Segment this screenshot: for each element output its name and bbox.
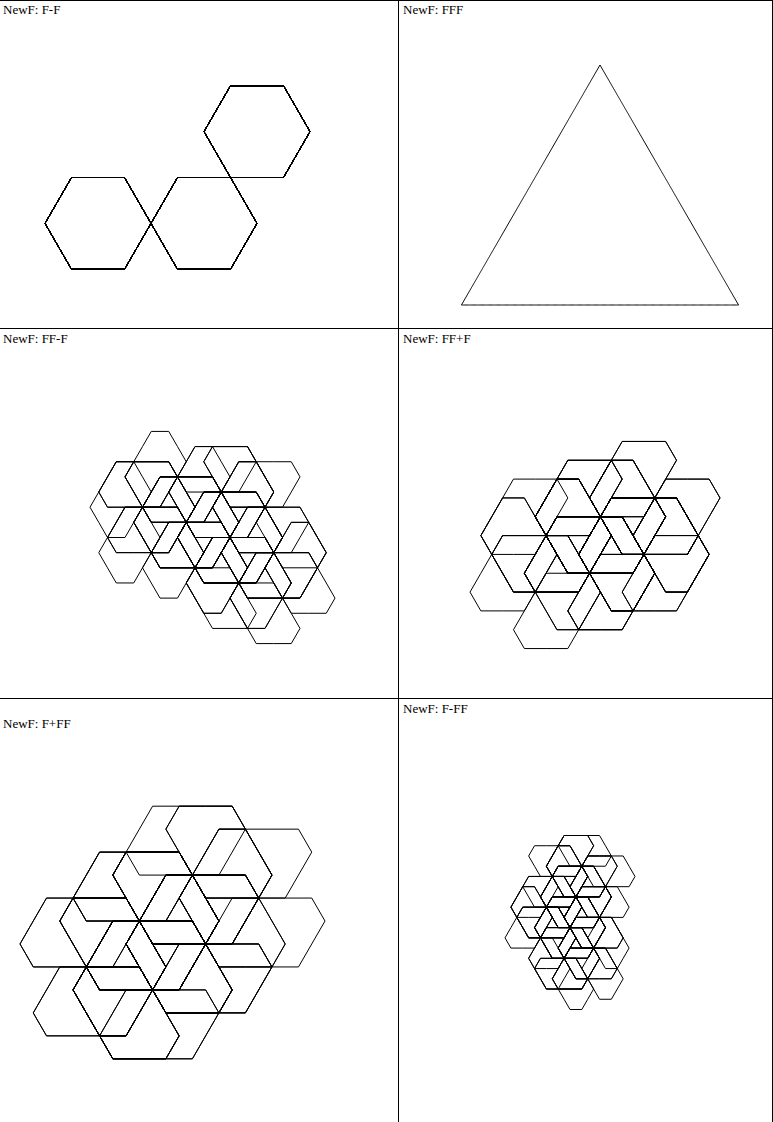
fractal-curve xyxy=(470,441,720,648)
cell-label: NewF: FF+F xyxy=(402,331,472,347)
fractal-curve xyxy=(461,65,738,305)
cell-label: NewF: F+FF xyxy=(2,716,72,732)
cell-label: NewF: F-F xyxy=(2,2,61,18)
cell-label: NewF: FF-F xyxy=(2,331,69,347)
fractal-curve xyxy=(20,806,325,1059)
fractal-curve xyxy=(45,86,310,270)
fractal-curve xyxy=(505,836,635,1010)
cell-label: NewF: F-FF xyxy=(402,701,469,717)
cell-label: NewF: FFF xyxy=(402,2,464,18)
fractal-curve xyxy=(90,431,335,643)
